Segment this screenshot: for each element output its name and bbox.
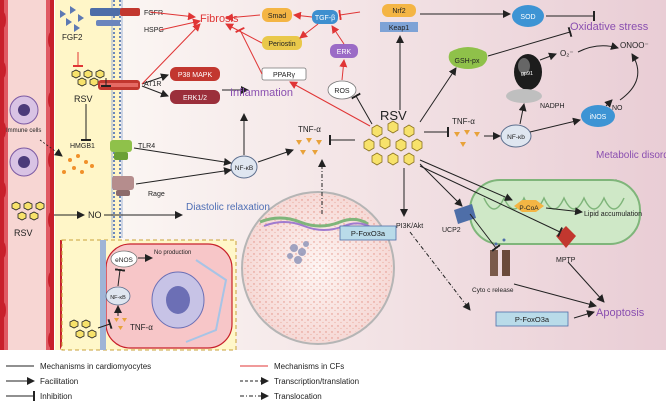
inflammation-label: Inflammation [230, 87, 293, 99]
nfkb-center-node: NF-κB [230, 155, 258, 179]
erk12-label: ERK1/2 [183, 95, 207, 102]
gp91-nadph-node: gp91 [506, 54, 542, 103]
apoptosis-label: Apoptosis [596, 307, 645, 319]
tnf-inset-triangles [114, 318, 127, 330]
mptp-label: MPTP [556, 257, 576, 264]
fibrosis-label: Fibrosis [200, 13, 239, 25]
gp91-label: gp91 [521, 71, 533, 77]
onoo-label: ONOO⁻ [620, 41, 649, 50]
tlr4-label: TLR4 [138, 143, 155, 150]
pcoa-node: P-CoA [514, 200, 544, 212]
nadph-label: NADPH [540, 103, 565, 110]
fgf2-label: FGF2 [62, 33, 83, 42]
rsv-inset-cluster [69, 319, 97, 339]
ros-label: ROS [334, 88, 350, 95]
tnf-right-triangles [454, 130, 480, 147]
legend-cfs: Mechanisms in CFs [274, 362, 344, 371]
rage-receptor [112, 176, 134, 196]
pcoa-label: P-CoA [519, 205, 539, 212]
no-right-label: NO [612, 105, 623, 112]
tnf-inset-label: TNF-α [130, 323, 153, 332]
metabolic-label: Metabolic disorder [596, 150, 666, 161]
p38-mapk-node: P38 MAPK [170, 67, 220, 81]
legend-facilitation: Facilitation [40, 377, 78, 386]
foxo-bottom-node: P-FoxO3a [495, 311, 569, 327]
sod-label: SOD [520, 14, 535, 21]
keap1-label: Keap1 [389, 25, 409, 32]
rsv-center-label: RSV [380, 108, 407, 123]
rsv-left-label: RSV [74, 94, 93, 104]
fgfr-receptor [90, 8, 140, 26]
rsv-bottom-left-label: RSV [14, 228, 33, 238]
nfkb-right-node: NF-κb [500, 124, 532, 148]
rage-label: Rage [148, 191, 165, 198]
nfkb-right-label: NF-κb [507, 134, 525, 141]
rsv-center-cluster [363, 120, 423, 166]
at1r-label: AT1R [144, 81, 161, 88]
tnf-center-triangles [296, 138, 322, 155]
periostin-node: Periostin [262, 36, 302, 50]
legend-inhibition: Inhibition [40, 392, 72, 401]
foxo-nucleus-label: P-FoxO3a [351, 229, 386, 238]
lipid-label: Lipid accumulation [584, 211, 642, 218]
nfkb-inset-node: NF-κB [105, 286, 131, 306]
nrf2-keap1-node: Nrf2 Keap1 [380, 4, 418, 32]
sod-node: SOD [512, 5, 544, 27]
immune-label: Immune cells [6, 128, 41, 134]
diastolic-label: Diastolic relaxation [186, 202, 270, 213]
erk-node: ERK [330, 44, 358, 58]
o2-label: O₂⁻ [560, 49, 574, 58]
hspg-label: HSPG [144, 27, 164, 34]
legend: Mechanisms in cardiomyocytes Facilitatio… [6, 362, 359, 401]
pi3k-label: PI3K/Akt [396, 223, 423, 230]
nucleus: P-FoxO3a [241, 191, 397, 345]
legend-transcription: Transcription/translation [274, 377, 359, 386]
smad-node: Smad [262, 8, 292, 22]
nrf2-label: Nrf2 [392, 8, 405, 15]
ros-node: ROS [327, 80, 357, 100]
tnf-center-label: TNF-α [298, 125, 321, 134]
tlr4-receptor [110, 140, 132, 160]
foxo-bottom-label: P-FoxO3a [515, 315, 550, 324]
hmgb1-label: HMGB1 [70, 143, 95, 150]
enos-label: eNOS [115, 257, 133, 264]
periostin-label: Periostin [268, 41, 295, 48]
erk12-node: ERK1/2 [170, 90, 220, 104]
nfkb-inset-label: NF-κB [110, 295, 126, 301]
erk-label: ERK [337, 49, 352, 56]
nfkb-center-label: NF-κB [235, 165, 253, 172]
gsh-px-node: GSH-px [448, 47, 488, 69]
oxidative-label: Oxidative stress [570, 21, 649, 33]
legend-cardiomyocytes: Mechanisms in cardiomyocytes [40, 362, 151, 371]
cytoc-label: Cyto c release [472, 287, 514, 294]
tgf-label: TGF-β [315, 15, 335, 22]
immune-cells [9, 95, 39, 177]
inos-node: iNOS [581, 105, 615, 127]
fgf2-ligands [60, 6, 84, 32]
tgf-node: TGF-β [312, 10, 338, 24]
cell-membrane [111, 0, 123, 238]
gsh-label: GSH-px [455, 58, 480, 65]
at1r-receptor [98, 80, 140, 90]
no-left-label: NO [88, 210, 102, 220]
ppar-label: PPARγ [273, 72, 296, 79]
rsv-bottom-left-cluster [11, 201, 45, 221]
p38-label: P38 MAPK [178, 72, 213, 79]
ucp2-label: UCP2 [442, 227, 461, 234]
no-production-label: No production [154, 250, 191, 256]
hmgb1-particles [62, 154, 94, 174]
inset-callout [60, 239, 237, 351]
smad-label: Smad [268, 13, 286, 20]
fgfr-label: FGFR [144, 10, 163, 17]
ppar-node: PPARγ [261, 67, 307, 81]
enos-node: eNOS [110, 250, 138, 268]
rsv-cluster-top [71, 69, 105, 87]
tnf-right-label: TNF-α [452, 117, 475, 126]
ucp2-node [454, 204, 476, 224]
inos-label: iNOS [590, 114, 607, 121]
legend-translocation: Translocation [274, 392, 322, 401]
